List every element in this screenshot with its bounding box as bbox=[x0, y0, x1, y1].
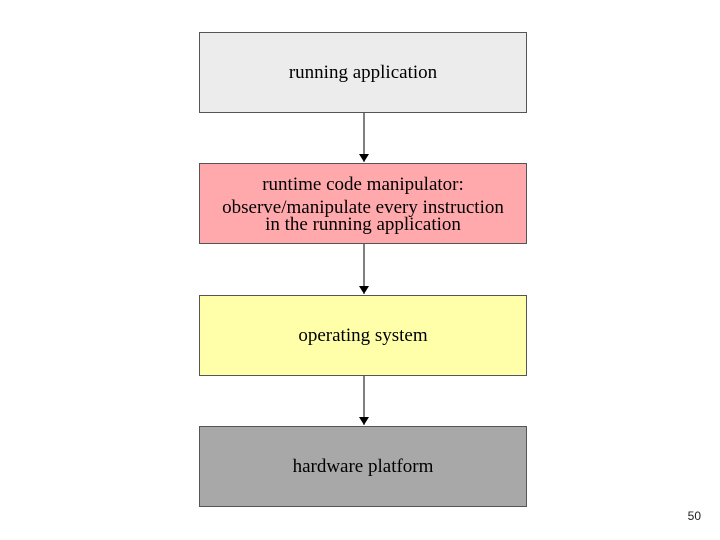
node-runtime-code-manipulator: runtime code manipulator: observe/manipu… bbox=[199, 163, 527, 244]
node-label: running application bbox=[288, 61, 438, 83]
node-label: operating system bbox=[298, 324, 428, 346]
node-label: hardware platform bbox=[292, 455, 434, 477]
node-running-application: running application bbox=[199, 32, 527, 113]
node-label-line2: observe/manipulate every instruction bbox=[222, 197, 504, 218]
node-label-line3: in the running application bbox=[265, 214, 461, 235]
node-label-line1: runtime code manipulator: bbox=[262, 174, 464, 195]
node-hardware-platform: hardware platform bbox=[199, 426, 527, 507]
node-operating-system: operating system bbox=[199, 295, 527, 376]
page-number: 50 bbox=[687, 509, 701, 523]
